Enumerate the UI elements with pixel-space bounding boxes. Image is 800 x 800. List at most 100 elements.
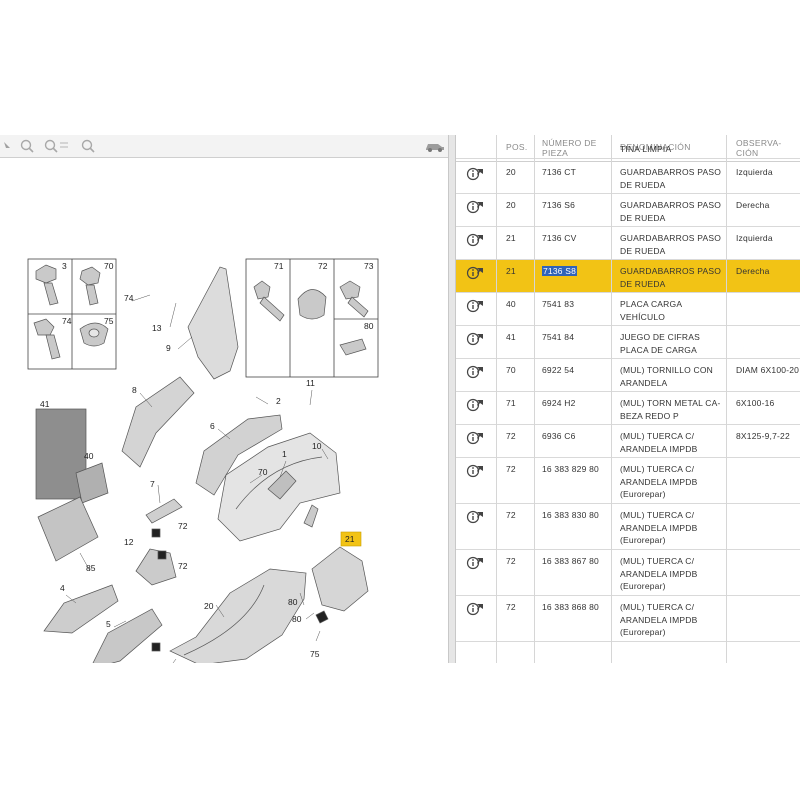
cell-pos: 72	[506, 464, 516, 474]
cell-numero: 6922 54	[542, 365, 575, 375]
info-link-icon[interactable]	[466, 166, 486, 182]
callout[interactable]: 40	[84, 451, 94, 461]
callout[interactable]: 8	[132, 385, 137, 395]
column-divider	[496, 135, 497, 663]
cell-numero: 7541 83	[542, 299, 575, 309]
cell-denominacion: GUARDABARROS PASO DE RUEDA	[620, 200, 722, 223]
cell-denominacion: (MUL) TUERCA C/ ARANDELA IMPDB (Eurorepa…	[620, 556, 698, 591]
cell-pos: 72	[506, 510, 516, 520]
info-link-icon[interactable]	[466, 265, 486, 281]
arrow-icon[interactable]	[2, 138, 12, 154]
callout[interactable]: 85	[86, 563, 96, 573]
callout[interactable]: 71	[150, 661, 160, 671]
callout[interactable]: 11	[306, 378, 315, 388]
callout[interactable]: 41	[40, 399, 50, 409]
info-link-icon[interactable]	[466, 232, 486, 248]
callout[interactable]: 2	[276, 396, 281, 406]
highlighted-callout[interactable]: 21	[345, 534, 355, 544]
table-row[interactable]: 41 7541 84 JUEGO DE CIFRAS PLACA DE CARGA	[456, 326, 800, 359]
callout[interactable]: 80	[364, 321, 374, 331]
info-link-icon[interactable]	[466, 555, 486, 571]
cell-numero: 16 383 867 80	[542, 556, 599, 566]
callout[interactable]: 7	[150, 479, 155, 489]
cell-denominacion: (MUL) TORN METAL CA-BEZA REDO P	[620, 398, 721, 421]
info-link-icon[interactable]	[466, 601, 486, 617]
info-link-icon[interactable]	[466, 463, 486, 479]
callout[interactable]: 9	[166, 343, 171, 353]
info-link-icon[interactable]	[466, 397, 486, 413]
callout[interactable]: 4	[60, 583, 65, 593]
header-numero[interactable]: NÚMERO DE PIEZA	[542, 138, 597, 158]
cell-denominacion: (MUL) TUERCA C/ ARANDELA IMPDB	[620, 431, 698, 454]
info-link-icon[interactable]	[466, 298, 486, 314]
cell-denominacion: GUARDABARROS PASO DE RUEDA	[620, 167, 722, 190]
callout[interactable]: 75	[104, 316, 114, 326]
table-header: POS. NÚMERO DE PIEZA DENOMINACIÓN OBSERV…	[456, 135, 800, 162]
zoom-out-icon[interactable]	[42, 138, 72, 154]
info-link-icon[interactable]	[466, 199, 486, 215]
callout[interactable]: 72	[178, 521, 188, 531]
callout[interactable]: 74	[62, 316, 72, 326]
cell-numero: 7136 CV	[542, 233, 577, 243]
pane-splitter[interactable]	[448, 135, 456, 663]
info-link-icon[interactable]	[466, 430, 486, 446]
cell-pos: 41	[506, 332, 516, 342]
callout[interactable]: 10	[312, 441, 322, 451]
callout[interactable]: 13	[152, 323, 162, 333]
table-row[interactable]: TINA LIMPIA	[456, 139, 800, 159]
cell-denominacion: JUEGO DE CIFRAS PLACA DE CARGA	[620, 332, 700, 355]
cell-denominacion: PLACA CARGA VEHÍCULO	[620, 299, 682, 322]
header-observacion[interactable]: OBSERVA-CIÓN	[736, 138, 782, 158]
callout[interactable]: 70	[104, 261, 114, 271]
callout[interactable]: 75	[310, 649, 320, 659]
header-pos[interactable]: POS.	[506, 142, 528, 152]
callout[interactable]: 5	[106, 619, 111, 629]
cell-observacion: 8X125-9,7-22	[736, 431, 790, 441]
vehicle-icon[interactable]	[424, 138, 446, 154]
callout[interactable]: 71	[274, 261, 284, 271]
cell-numero: 7541 84	[542, 332, 575, 342]
diagram-pane: 3 70 74 74 75 71 72 73 80 13 9 2 11 8 6 …	[0, 135, 449, 671]
highlighted-callout-box[interactable]	[340, 531, 362, 547]
callout[interactable]: 80	[292, 614, 302, 624]
zoom-in-icon[interactable]	[18, 138, 40, 154]
cell-denominacion: TINA LIMPIA	[620, 144, 672, 154]
callout[interactable]: 72	[318, 261, 328, 271]
cell-pos: 20	[506, 167, 516, 177]
header-denominacion[interactable]: DENOMINACIÓN	[620, 142, 691, 152]
cell-observacion: DIAM 6X100-20	[736, 365, 800, 375]
info-link-icon[interactable]	[466, 364, 486, 380]
zoom-fit-icon[interactable]	[78, 138, 102, 154]
cell-observacion: Izquierda	[736, 233, 773, 243]
callout[interactable]: 6	[210, 421, 215, 431]
callout[interactable]: 80	[288, 597, 298, 607]
callout[interactable]: 1	[282, 449, 287, 459]
info-link-icon[interactable]	[466, 331, 486, 347]
callout[interactable]: 73	[364, 261, 374, 271]
parts-table: POS. NÚMERO DE PIEZA DENOMINACIÓN OBSERV…	[456, 135, 800, 663]
callout[interactable]: 74	[124, 293, 134, 303]
callout[interactable]: 72	[178, 561, 188, 571]
callout[interactable]: 3	[62, 261, 67, 271]
cell-numero: 16 383 829 80	[542, 464, 599, 474]
cell-denominacion: (MUL) TUERCA C/ ARANDELA IMPDB (Eurorepa…	[620, 602, 698, 637]
column-divider	[534, 135, 535, 663]
callout[interactable]: 12	[124, 537, 134, 547]
cell-pos: 71	[506, 398, 516, 408]
callout[interactable]: 20	[204, 601, 214, 611]
cell-denominacion: (MUL) TUERCA C/ ARANDELA IMPDB (Eurorepa…	[620, 510, 698, 545]
callout[interactable]: 70	[258, 467, 268, 477]
info-link-icon[interactable]	[466, 509, 486, 525]
